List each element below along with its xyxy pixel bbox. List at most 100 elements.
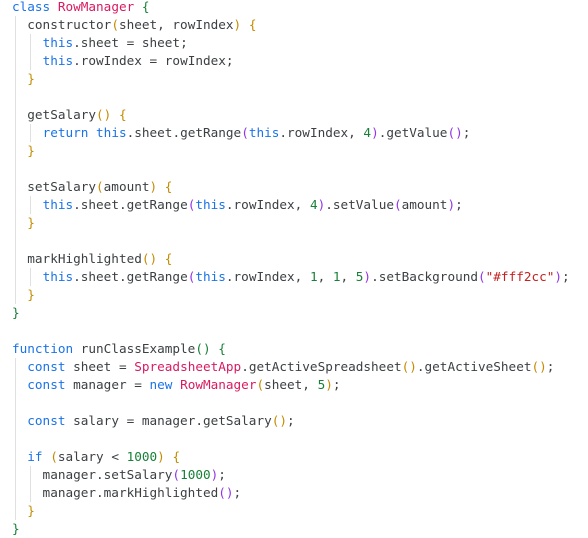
plain-token: ; — [332, 377, 341, 392]
plain-token — [12, 269, 43, 284]
plain-token: getSalary — [12, 107, 97, 122]
plain-token: .sheet.getRange — [73, 197, 188, 212]
plain-token: , — [317, 269, 333, 284]
bracket-token: { — [218, 341, 226, 356]
code-line[interactable]: return this.sheet.getRange(this.rowIndex… — [12, 124, 570, 142]
bracket-token: } — [12, 305, 20, 320]
code-line[interactable]: constructor(sheet, rowIndex) { — [12, 16, 570, 34]
plain-token: ; — [462, 125, 471, 140]
indent-guide — [15, 16, 16, 304]
keyword-token: if — [27, 449, 43, 464]
bracket-token: ( — [172, 467, 181, 482]
bracket-token: { — [118, 107, 127, 122]
plain-token: , — [340, 269, 356, 284]
bracket-token: () — [271, 413, 288, 428]
plain-token: ; — [287, 413, 295, 428]
plain-token: .getValue — [378, 125, 448, 140]
code-line[interactable] — [12, 430, 570, 448]
plain-token: manager.markHighlighted — [12, 485, 219, 500]
plain-token: .getActiveSpreadsheet — [241, 359, 402, 374]
indent-guide — [30, 268, 32, 286]
code-line[interactable]: if (salary < 1000) { — [12, 448, 570, 466]
bracket-token: ( — [187, 269, 196, 284]
code-line[interactable]: this.sheet.getRange(this.rowIndex, 1, 1,… — [12, 268, 570, 286]
code-line[interactable]: markHighlighted() { — [12, 250, 570, 268]
code-line[interactable]: const sheet = SpreadsheetApp.getActiveSp… — [12, 358, 570, 376]
code-line[interactable]: getSalary() { — [12, 106, 570, 124]
bracket-token: { — [141, 0, 150, 14]
code-line[interactable]: } — [12, 520, 570, 538]
code-line[interactable] — [12, 232, 570, 250]
indent-guide — [30, 34, 32, 70]
number-token: 1000 — [126, 449, 158, 464]
code-line[interactable] — [12, 160, 570, 178]
keyword-token: this — [42, 53, 74, 68]
bracket-token: ) — [157, 449, 165, 464]
keyword-token: return — [42, 125, 89, 140]
plain-token: .sheet.getRange — [126, 125, 242, 140]
bracket-token: ) — [554, 269, 563, 284]
plain-token: .rowIndex = rowIndex; — [73, 53, 234, 68]
plain-token: .setValue — [325, 197, 394, 212]
bracket-token: { — [164, 251, 173, 266]
code-line[interactable] — [12, 88, 570, 106]
keyword-token: this — [248, 125, 280, 140]
keyword-token: this — [42, 197, 74, 212]
plain-token — [12, 197, 43, 212]
code-line[interactable]: manager.setSalary(1000); — [12, 466, 570, 484]
bracket-token: { — [248, 17, 257, 32]
plain-token — [50, 0, 58, 14]
plain-token — [157, 251, 165, 266]
code-line[interactable]: this.rowIndex = rowIndex; — [12, 52, 570, 70]
code-line[interactable]: } — [12, 70, 570, 88]
code-line[interactable]: const manager = new RowManager(sheet, 5)… — [12, 376, 570, 394]
bracket-token: ) — [371, 125, 379, 140]
code-line[interactable]: } — [12, 286, 570, 304]
plain-token: manager = — [65, 377, 150, 392]
keyword-token: const — [27, 359, 66, 374]
code-line[interactable]: } — [12, 304, 570, 322]
plain-token: ; — [546, 359, 555, 374]
code-line[interactable] — [12, 394, 570, 412]
code-line[interactable]: setSalary(amount) { — [12, 178, 570, 196]
bracket-token: ( — [50, 449, 58, 464]
plain-token: .rowIndex, — [225, 197, 310, 212]
code-line[interactable]: this.sheet = sheet; — [12, 34, 570, 52]
plain-token: .getActiveSheet — [416, 359, 532, 374]
keyword-token: const — [27, 413, 66, 428]
code-line[interactable] — [12, 322, 570, 340]
plain-token: setSalary — [12, 179, 97, 194]
plain-token: .sheet.getRange — [73, 269, 188, 284]
plain-token — [157, 179, 165, 194]
plain-token: .rowIndex, — [225, 269, 310, 284]
code-content[interactable]: class RowManager { constructor(sheet, ro… — [12, 0, 570, 538]
code-line[interactable]: function runClassExample() { — [12, 340, 570, 358]
code-line[interactable]: class RowManager { — [12, 0, 570, 16]
bracket-token: () — [531, 359, 547, 374]
keyword-token: const — [27, 377, 66, 392]
plain-token: ; — [562, 269, 570, 284]
bracket-token: } — [27, 215, 35, 230]
code-line[interactable]: } — [12, 214, 570, 232]
code-line[interactable]: } — [12, 142, 570, 160]
bracket-token: } — [27, 503, 35, 518]
plain-token — [88, 125, 96, 140]
plain-token: runClassExample — [73, 341, 196, 356]
plain-token: ; — [233, 485, 242, 500]
code-line[interactable]: const salary = manager.getSalary(); — [12, 412, 570, 430]
class-name-token: RowManager — [180, 377, 257, 392]
plain-token: constructor — [12, 17, 112, 32]
code-line[interactable]: this.sheet.getRange(this.rowIndex, 4).se… — [12, 196, 570, 214]
number-token: 5 — [317, 377, 326, 392]
plain-token: amount — [401, 197, 448, 212]
plain-token: .rowIndex, — [279, 125, 364, 140]
code-line[interactable]: } — [12, 502, 570, 520]
code-line[interactable]: manager.markHighlighted(); — [12, 484, 570, 502]
keyword-token: new — [149, 377, 173, 392]
class-name-token: SpreadsheetApp — [134, 359, 242, 374]
bracket-token: () — [195, 341, 211, 356]
plain-token: salary < — [57, 449, 127, 464]
number-token: 1 — [332, 269, 341, 284]
plain-token — [12, 125, 43, 140]
